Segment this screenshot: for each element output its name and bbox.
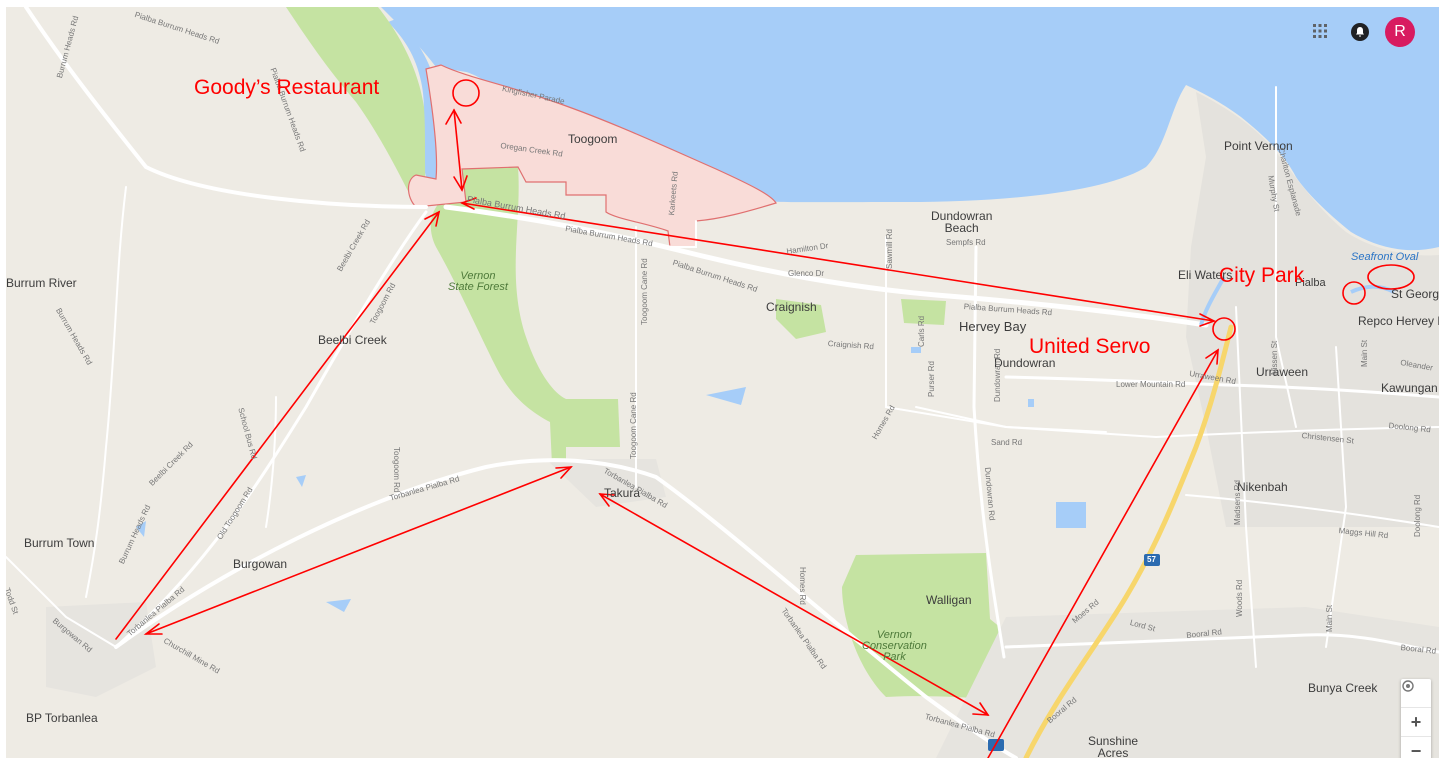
road-purser: Purser Rd xyxy=(927,360,936,397)
place-beelbi-creek: Beelbi Creek xyxy=(318,333,387,347)
place-kawungan: Kawungan xyxy=(1381,381,1438,395)
road-homes-2: Homes Rd xyxy=(798,567,807,605)
road-carls: Carls Rd xyxy=(917,315,926,347)
road-network xyxy=(6,7,1439,758)
label-seafront-oval: Seafront Oval xyxy=(1351,251,1419,263)
road-woods: Woods Rd xyxy=(1235,579,1244,617)
place-urraween: Urraween xyxy=(1256,365,1309,379)
vernon-state-forest xyxy=(430,167,620,465)
place-pialba: Pialba xyxy=(1295,277,1326,289)
road-sempfs: Sempfs Rd xyxy=(946,238,986,247)
place-bunya-creek: Bunya Creek xyxy=(1308,681,1378,695)
road-doolong-2: Doolong Rd xyxy=(1413,494,1422,537)
place-toogoom: Toogoom xyxy=(568,132,618,146)
place-craignish: Craignish xyxy=(766,300,817,314)
account-avatar[interactable]: R xyxy=(1385,17,1415,47)
road-dundowran-1: Dundowran Rd xyxy=(993,348,1002,402)
map-base xyxy=(6,7,1439,758)
road-lower-mountain: Lower Mountain Rd xyxy=(1116,380,1186,389)
place-nikenbah: Nikenbah xyxy=(1237,480,1288,494)
road-toogoom-cane-2: Toogoom Cane Rd xyxy=(629,392,638,459)
place-point-vernon: Point Vernon xyxy=(1224,139,1293,153)
annotation-goodys-restaurant: Goody’s Restaurant xyxy=(194,76,380,99)
place-bp-torbanlea: BP Torbanlea xyxy=(26,711,98,725)
label-vernon-conservation-park: Vernon Conservation Park xyxy=(862,629,927,663)
my-location-icon[interactable] xyxy=(1401,679,1431,708)
hwy-57-shield xyxy=(1144,554,1160,566)
road-nissen: Nissen St xyxy=(1270,340,1279,375)
park-north xyxy=(286,7,426,207)
road-madsens: Madsens Rd xyxy=(1233,480,1242,525)
annotation-arrows xyxy=(115,108,1219,758)
place-dundowran: Dundowran xyxy=(994,356,1056,370)
place-walligan: Walligan xyxy=(926,593,972,607)
road-main-st-2: Main St xyxy=(1325,604,1334,632)
road-main-st-1: Main St xyxy=(1360,339,1369,367)
road-sawmill: Sawmill Rd xyxy=(885,228,894,269)
road-toogoom-2: Toogoom Rd xyxy=(392,447,401,493)
small-park-1 xyxy=(776,299,826,339)
map-canvas[interactable]: Toogoom Point Vernon Dundowran Beach Eli… xyxy=(6,7,1439,758)
highway-57 xyxy=(1023,324,1234,758)
toogoom-boundary xyxy=(407,64,777,248)
small-park-2 xyxy=(901,299,946,325)
place-repco: Repco Hervey B xyxy=(1358,314,1439,328)
place-takura: Takura xyxy=(604,486,641,500)
place-hervey-bay: Hervey Bay xyxy=(959,319,1027,334)
road-toogoom-cane-1: Toogoom Cane Rd xyxy=(640,258,649,325)
place-sunshine-acres: Sunshine Acres xyxy=(1088,734,1139,758)
place-dundowran-beach: Dundowran Beach xyxy=(931,209,993,235)
annotation-united-servo: United Servo xyxy=(1029,335,1151,358)
annotation-circles xyxy=(452,79,1415,341)
road-sand: Sand Rd xyxy=(991,438,1023,447)
label-vernon-state-forest: Vernon State Forest xyxy=(448,270,508,293)
urban-burgowan xyxy=(46,602,156,697)
zoom-in-button[interactable]: + xyxy=(1401,708,1431,737)
bay-water xyxy=(286,7,1439,251)
place-burrum-town: Burrum Town xyxy=(24,536,95,550)
dam-1 xyxy=(1056,502,1086,528)
zoom-out-button[interactable]: − xyxy=(1410,740,1422,758)
place-eli-waters: Eli Waters xyxy=(1178,268,1233,282)
place-burgowan: Burgowan xyxy=(233,557,288,571)
road-glenco-dr: Glenco Dr xyxy=(788,269,825,278)
urban-hervey-bay xyxy=(1186,92,1439,527)
annotation-city-park: City Park xyxy=(1219,264,1305,287)
hwy-57-label: 57 xyxy=(1147,555,1156,564)
zoom-control: + − xyxy=(1401,679,1431,758)
notification-bell-icon[interactable] xyxy=(1350,22,1372,44)
place-burrum-river: Burrum River xyxy=(6,276,77,290)
apps-grid-icon[interactable] xyxy=(1313,24,1333,44)
place-st-george: St George xyxy=(1391,287,1439,301)
